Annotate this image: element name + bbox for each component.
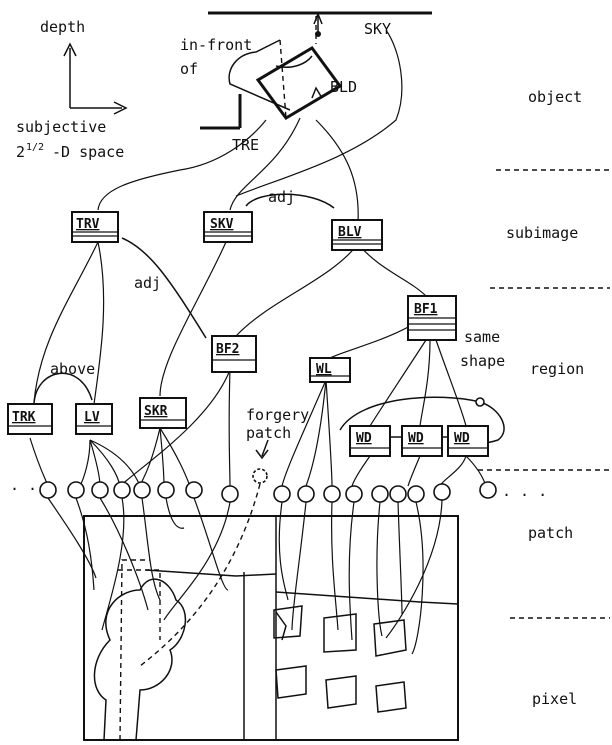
same-label: same [464, 328, 500, 346]
patch-node [67, 481, 85, 499]
node-bf2-label: BF2 [216, 342, 239, 357]
edge-trv-trk [33, 241, 99, 403]
node-wl: WL [309, 357, 351, 383]
level-pixel: pixel [532, 690, 577, 708]
level-patch: patch [528, 524, 573, 542]
patch-node [113, 481, 131, 499]
pixel-image [83, 515, 459, 741]
node-trv-label: TRV [76, 217, 100, 232]
depth-axis [63, 42, 128, 115]
space-label-prefix: 2 [16, 143, 25, 161]
object-scene [200, 11, 432, 130]
forgery-label: forgery [246, 406, 309, 424]
node-wd-1: WD [349, 425, 391, 457]
shape-label: shape [460, 352, 505, 370]
depth-label: depth [40, 18, 85, 36]
patch-node [433, 483, 451, 501]
node-trv: TRV [71, 211, 119, 243]
of-label: of [180, 60, 198, 78]
level-object: object [528, 88, 582, 106]
patch-node [407, 485, 425, 503]
sky-object-label: SKY [364, 20, 391, 38]
node-wd-3: WD [447, 425, 489, 457]
node-trk-label: TRK [12, 410, 36, 425]
patch-node [185, 481, 203, 499]
adj-skv-blv-arrow [245, 193, 335, 209]
patch-node [345, 485, 363, 503]
edge-blv-bf1 [357, 243, 427, 297]
patch-node [221, 485, 239, 503]
patch-node [389, 485, 407, 503]
edge-skv-skr [159, 241, 227, 397]
edge-trv-tre [97, 119, 267, 211]
node-skr: SKR [139, 397, 187, 429]
node-skv: SKV [203, 211, 253, 243]
edge-bf1-wd1 [369, 339, 427, 427]
node-wl-label: WL [316, 362, 332, 377]
level-region: region [530, 360, 584, 378]
above-label: above [50, 360, 95, 378]
patch-node [39, 481, 57, 499]
edge-bf1-wl [329, 319, 421, 359]
space-label-suffix: -D space [52, 143, 124, 161]
node-blv: BLV [331, 219, 383, 251]
node-trk: TRK [7, 403, 53, 435]
forgery-patch-label: patch [246, 424, 291, 442]
above-arrow [33, 372, 93, 405]
tre-object-label: TRE [232, 136, 259, 154]
edge-skv-sky [235, 29, 403, 197]
dots-right: · · · [502, 486, 547, 504]
patch-node [371, 485, 389, 503]
edge-bf1-wd3 [435, 339, 467, 427]
bld-object-label: BLD [330, 78, 357, 96]
patch-node [297, 485, 315, 503]
node-skv-label: SKV [210, 217, 234, 232]
node-wd1-label: WD [356, 431, 372, 446]
node-lv: LV [75, 403, 113, 435]
patch-node [91, 481, 109, 499]
edge-trv-lv [93, 241, 105, 405]
in-front-label: in-front [180, 36, 252, 54]
patch-node [157, 481, 175, 499]
patch-row [39, 468, 497, 503]
node-wd2-label: WD [408, 431, 424, 446]
adj-top-label: adj [268, 188, 295, 206]
node-blv-label: BLV [338, 225, 362, 240]
adj-left-label: adj [134, 274, 161, 292]
patch-node [479, 481, 497, 499]
adj-trv-bf2-arrow [121, 237, 207, 339]
node-skr-label: SKR [144, 404, 168, 419]
node-bf1: BF1 [407, 295, 457, 341]
patch-node [133, 481, 151, 499]
forgery-patch-node [252, 468, 268, 484]
node-lv-label: LV [84, 410, 100, 425]
patch-node [323, 485, 341, 503]
patch-node [273, 485, 291, 503]
edge-blv-bld [315, 119, 359, 223]
node-bf2: BF2 [211, 335, 257, 373]
edge-blv-bf2 [235, 243, 359, 337]
edge-bf1-wd2 [419, 339, 431, 427]
node-wd-2: WD [401, 425, 443, 457]
space-label-fraction: 1/2 [26, 142, 44, 153]
edge-skv-tree [229, 117, 301, 211]
node-bf1-label: BF1 [414, 302, 438, 317]
node-wd3-label: WD [454, 431, 470, 446]
level-subimage: subimage [506, 224, 578, 242]
subjective-label: subjective [16, 118, 106, 136]
dots-left: · · [10, 480, 37, 498]
